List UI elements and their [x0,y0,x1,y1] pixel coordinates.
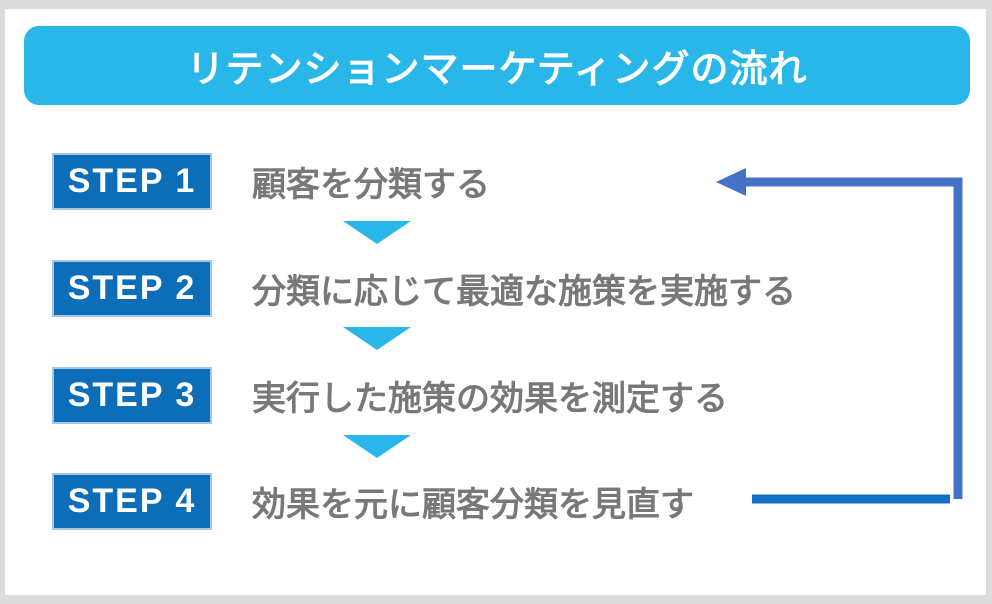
page-title: リテンションマーケティングの流れ [186,49,808,91]
step-3-label: STEP 3 [67,376,197,414]
down-triangle-icon [343,221,411,244]
step-1-text: 顧客を分類する [252,166,490,204]
down-triangle-icon [343,327,411,350]
step-2-badge: STEP 2 [52,260,212,317]
step-2-text: 分類に応じて最適な施策を実施する [252,273,796,311]
step-2-label: STEP 2 [67,269,197,307]
title-banner: リテンションマーケティングの流れ [24,26,970,105]
step-1-badge: STEP 1 [52,153,212,210]
step-4-text: 効果を元に顧客分類を見直す [252,486,694,524]
step-3-badge: STEP 3 [52,367,212,424]
step-4-badge: STEP 4 [52,473,212,530]
step-3-text: 実行した施策の効果を測定する [252,380,728,418]
step-4-label: STEP 4 [67,482,197,520]
down-triangle-icon [343,435,411,458]
step-1-label: STEP 1 [67,162,197,200]
